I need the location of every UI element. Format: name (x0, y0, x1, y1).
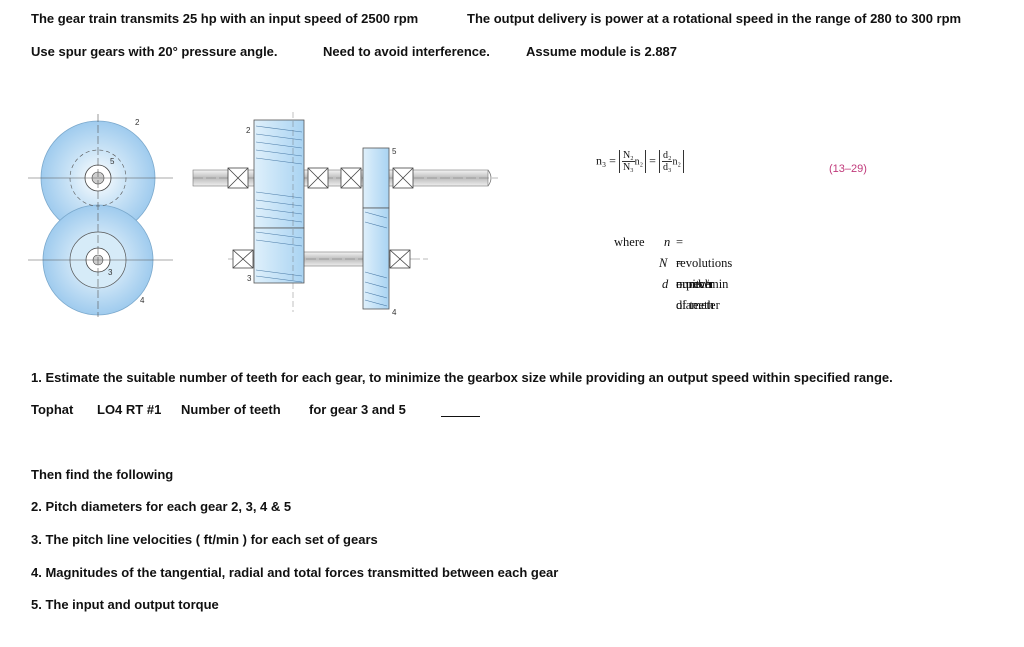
label-gear-2-side: 2 (246, 126, 251, 135)
tophat-number-of-teeth: Number of teeth (181, 402, 281, 417)
eq-equals: = (649, 153, 656, 168)
def-N-text: = number of teeth (676, 256, 715, 312)
label-gear-3-side: 3 (247, 274, 252, 283)
eq-frac2-num: d₂ (661, 150, 673, 162)
gear-3-side (253, 227, 305, 284)
question-2: 2. Pitch diameters for each gear 2, 3, 4… (31, 499, 292, 514)
front-view: 2 5 3 4 (28, 114, 173, 317)
tophat-ref: LO4 RT #1 (97, 402, 162, 417)
side-view: 2 5 3 4 (192, 112, 498, 317)
label-gear-2-front: 2 (135, 118, 140, 127)
label-gear-5-front: 5 (110, 157, 115, 166)
tophat-gears: for gear 3 and 5 (309, 402, 406, 417)
then-find-heading: Then find the following (31, 467, 174, 482)
equation-number: (13–29) (829, 163, 867, 175)
question-5: 5. The input and output torque (31, 597, 219, 612)
def-d-text: = pitch diameter (676, 277, 720, 312)
question-1: 1. Estimate the suitable number of teeth… (31, 370, 893, 385)
gear-4-side (362, 207, 390, 310)
where-label: where (614, 235, 645, 249)
eq-frac2-den: d₃ (662, 162, 672, 173)
gear-2-side (253, 119, 305, 229)
gear-5-side (362, 147, 390, 209)
problem-statement-output: The output delivery is power at a rotati… (467, 11, 962, 26)
label-gear-4-side: 4 (392, 308, 397, 317)
label-gear-5-side: 5 (392, 147, 397, 156)
label-gear-4-front: 4 (140, 296, 145, 305)
problem-statement-input: The gear train transmits 25 hp with an i… (31, 11, 419, 26)
def-n-symbol: n (664, 235, 671, 249)
eq-frac1-den: N₃ (622, 162, 634, 173)
eq-lhs: n₃ = (596, 153, 616, 168)
gear-train-figure: 2 5 3 4 (28, 112, 498, 317)
module-note: Assume module is 2.887 (526, 44, 678, 59)
label-gear-3-front: 3 (108, 268, 113, 277)
eq-n2: n₂ (634, 156, 644, 168)
answer-blank[interactable] (441, 416, 480, 417)
variable-definitions: where n = revolutions or rev/min N = num… (614, 232, 732, 312)
def-d-symbol: d (662, 277, 669, 291)
def-n-text: = revolutions or rev/min (676, 235, 733, 291)
eq-frac1-num: N₂ (621, 150, 635, 162)
pressure-angle-note: Use spur gears with 20° pressure angle. (31, 44, 278, 59)
tophat-label: Tophat (31, 402, 74, 417)
question-4: 4. Magnitudes of the tangential, radial … (31, 565, 559, 580)
question-3: 3. The pitch line velocities ( ft/min ) … (31, 532, 378, 547)
eq-n2-second: n₂ (672, 156, 681, 168)
interference-note: Need to avoid interference. (323, 44, 490, 59)
def-N-symbol: N (659, 256, 668, 270)
